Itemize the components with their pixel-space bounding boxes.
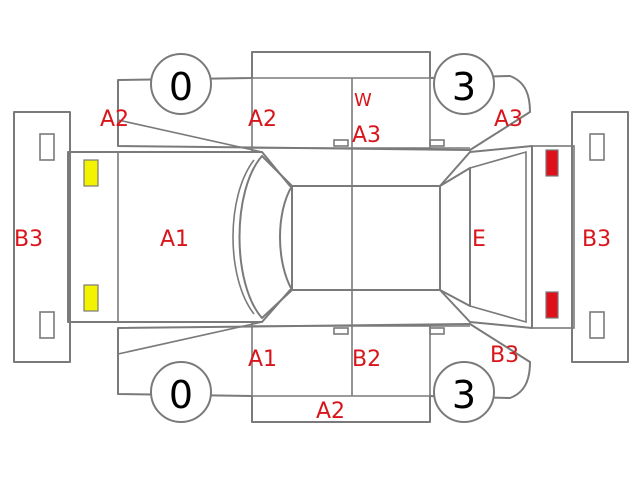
rear-panel (531, 145, 575, 329)
code-rear-door-top-w: W (354, 90, 372, 111)
windshield (238, 155, 293, 319)
code-hood: A1 (160, 227, 189, 252)
code-rear-fender-top: A3 (494, 107, 523, 132)
code-rear-bumper: B3 (582, 227, 611, 252)
front-lamp-bottom (83, 284, 99, 312)
side-view-top (117, 51, 531, 186)
tire-rear-bottom: 3 (433, 361, 495, 423)
code-rear-door-bottom: B2 (352, 347, 381, 372)
rear-bumper (571, 111, 629, 363)
tire-rear-bottom-value: 3 (452, 373, 476, 417)
rear-lamp-bottom (545, 291, 559, 319)
tire-rear-top-value: 3 (452, 65, 476, 109)
tire-front-top: 0 (150, 53, 212, 115)
front-panel (69, 151, 119, 323)
rear-lamp-top (545, 149, 559, 177)
tire-rear-top: 3 (433, 53, 495, 115)
tire-front-bottom-value: 0 (169, 373, 193, 417)
tire-front-top-value: 0 (169, 65, 193, 109)
code-side-sill-bottom: A2 (316, 399, 345, 424)
code-front-door-top: A2 (248, 107, 277, 132)
front-lamp-top (83, 159, 99, 187)
code-rear-fender-bottom: B3 (490, 343, 519, 368)
code-front-bumper: B3 (14, 227, 43, 252)
tire-front-bottom: 0 (150, 361, 212, 423)
code-front-door-bottom: A1 (248, 347, 277, 372)
code-rear-door-top: A3 (352, 123, 381, 148)
roof (291, 185, 441, 291)
code-front-fender-top: A2 (100, 107, 129, 132)
rear-window (439, 167, 471, 307)
code-tailgate: E (472, 227, 486, 252)
side-view-bottom (117, 290, 531, 423)
